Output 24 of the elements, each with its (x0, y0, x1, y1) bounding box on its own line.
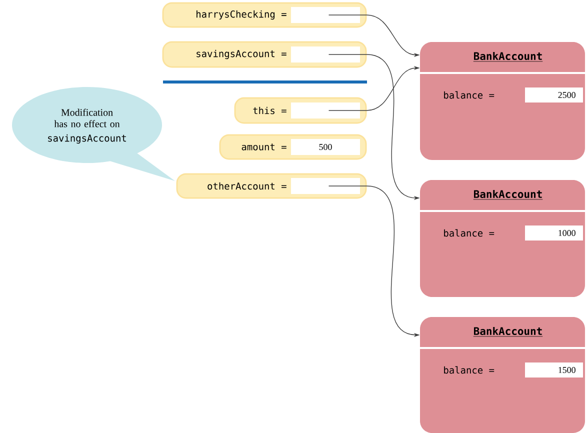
variable-box (219, 134, 367, 160)
class-name: BankAccount (473, 190, 543, 200)
field-name: balance = (444, 229, 494, 237)
value-field: 1000 (525, 226, 583, 240)
variable-name: this = (253, 106, 286, 114)
variable-name: amount = (242, 144, 286, 150)
variable-box (162, 41, 367, 68)
object-box (420, 42, 585, 160)
object-box (420, 180, 585, 297)
variable-box (234, 97, 367, 124)
field-name: balance = (444, 91, 494, 99)
value-field: 1500 (525, 362, 583, 378)
object-box (420, 317, 585, 433)
speech-bubble: Modification has no effect on savingsAccount (12, 87, 175, 181)
variable-box (176, 173, 367, 199)
value-field: 2500 (525, 88, 583, 102)
variable-name: harrysChecking = (196, 10, 286, 20)
variable-name: otherAccount = (208, 182, 286, 190)
variable-box (162, 2, 367, 28)
variable-name: savingsAccount = (196, 50, 286, 60)
value-field: 500 (291, 139, 360, 155)
class-name: BankAccount (473, 52, 543, 62)
field-name: balance = (444, 366, 494, 374)
class-name: BankAccount (473, 326, 543, 337)
